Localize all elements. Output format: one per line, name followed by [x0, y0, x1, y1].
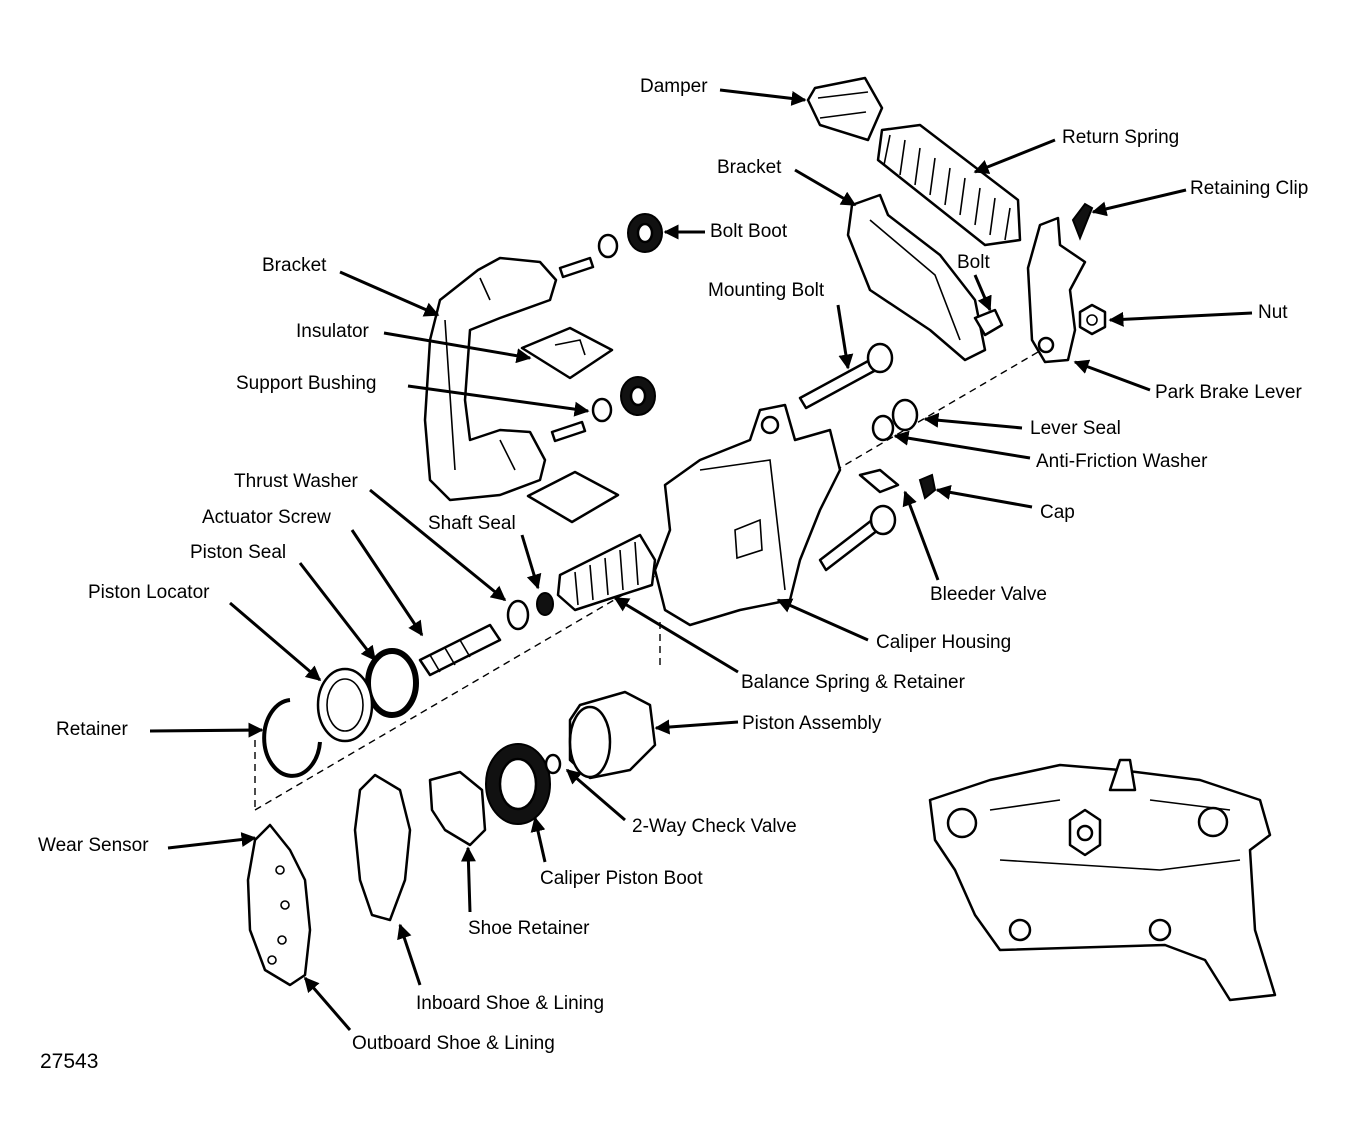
bolt-boot-part — [558, 213, 663, 279]
insulator-part — [520, 326, 614, 380]
label-anti-friction-washer: Anti-Friction Washer — [1036, 451, 1208, 472]
piston-locator-part — [316, 667, 374, 743]
bracket-left-part — [423, 256, 558, 502]
balance-spring-part — [556, 533, 657, 612]
label-retaining-clip: Retaining Clip — [1190, 178, 1308, 199]
label-park-brake-lever: Park Brake Lever — [1155, 382, 1302, 403]
label-caliper-housing: Caliper Housing — [876, 632, 1011, 653]
label-bolt-boot: Bolt Boot — [710, 221, 788, 242]
inboard-shoe-part — [353, 773, 412, 922]
lever-seal-part — [871, 398, 919, 442]
check-valve-part — [544, 753, 562, 775]
piston-assembly-part — [568, 690, 657, 780]
label-retainer: Retainer — [56, 719, 128, 740]
leader-arrows — [149, 88, 1253, 1031]
label-two-way-check-valve: 2-Way Check Valve — [632, 816, 797, 837]
lower-insulator-part — [526, 470, 620, 524]
label-support-bushing: Support Bushing — [236, 373, 377, 394]
label-bleeder-valve: Bleeder Valve — [930, 584, 1047, 605]
label-outboard-shoe-lining: Outboard Shoe & Lining — [352, 1033, 555, 1054]
label-inboard-shoe-lining: Inboard Shoe & Lining — [416, 993, 604, 1014]
label-bracket-top: Bracket — [717, 157, 782, 178]
caliper-piston-boot-part — [485, 743, 551, 825]
label-piston-locator: Piston Locator — [88, 582, 210, 603]
label-bolt: Bolt — [957, 252, 990, 273]
thrust-washer-shaft-seal-part — [506, 592, 554, 631]
mounting-bolt-part — [798, 342, 897, 572]
label-piston-seal: Piston Seal — [190, 542, 286, 563]
label-mounting-bolt: Mounting Bolt — [708, 280, 825, 301]
bolt-part — [973, 308, 1004, 337]
figure-number: 27543 — [40, 1050, 98, 1073]
label-shoe-retainer: Shoe Retainer — [468, 918, 590, 939]
label-lever-seal: Lever Seal — [1030, 418, 1121, 439]
caliper-housing-part — [653, 403, 842, 627]
label-return-spring: Return Spring — [1062, 127, 1179, 148]
damper-part — [806, 76, 884, 142]
label-insulator: Insulator — [296, 321, 370, 342]
label-cap: Cap — [1040, 502, 1075, 523]
assembled-caliper-inset — [928, 758, 1277, 1002]
bracket-top-part — [846, 193, 987, 362]
label-shaft-seal: Shaft Seal — [428, 513, 516, 534]
bleeder-valve-part — [858, 468, 937, 500]
retainer-part — [262, 698, 322, 778]
return-spring-part — [876, 123, 1022, 247]
shoe-retainer-part — [428, 770, 487, 847]
label-bracket-left: Bracket — [262, 255, 327, 276]
retaining-clip-part — [1071, 202, 1094, 241]
nut-part — [1078, 303, 1107, 336]
outboard-shoe-part — [246, 823, 312, 987]
label-balance-spring-retainer: Balance Spring & Retainer — [741, 672, 966, 693]
label-wear-sensor: Wear Sensor — [38, 835, 149, 856]
label-thrust-washer: Thrust Washer — [234, 471, 359, 492]
support-bushing-part — [550, 376, 656, 443]
piston-seal-part — [365, 648, 419, 718]
actuator-screw-part — [418, 623, 502, 677]
label-damper: Damper — [640, 76, 708, 97]
label-nut: Nut — [1258, 302, 1288, 323]
label-caliper-piston-boot: Caliper Piston Boot — [540, 868, 703, 889]
label-actuator-screw: Actuator Screw — [202, 507, 331, 528]
park-brake-lever-part — [1026, 216, 1087, 364]
part-labels: Damper Return Spring Bracket Retaining C… — [38, 76, 1308, 1073]
label-piston-assembly: Piston Assembly — [742, 713, 882, 734]
